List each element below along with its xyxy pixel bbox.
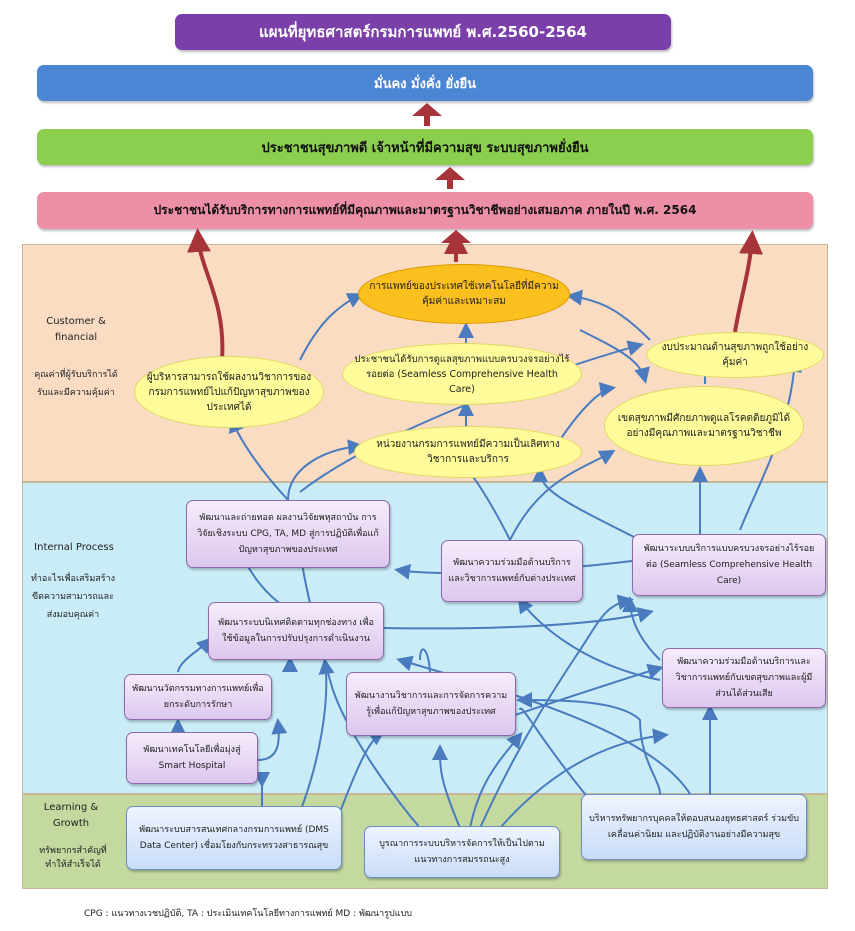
objective-appropriate-technology: การแพทย์ของประเทศใช้เทคโนโลยีที่มีความคุ…: [358, 264, 570, 324]
strategy-map-title: แผนที่ยุทธศาสตร์กรมการแพทย์ พ.ศ.2560-256…: [175, 14, 671, 50]
objective-seamless-care: ประชาชนได้รับการดูแลสุขภาพแบบครบวงจรอย่า…: [342, 343, 582, 405]
process-academic-knowledge: พัฒนางานวิชาการและการจัดการความรู้เพื่อแ…: [346, 672, 516, 736]
process-seamless-service: พัฒนาระบบบริการแบบครบวงจรอย่างไร้รอยต่อ …: [632, 534, 826, 596]
process-medical-innovation: พัฒนานวัตกรรมทางการแพทย์เพื่อยกระดับการร…: [124, 674, 272, 720]
objective-executive-use-research: ผู้บริหารสามารถใช้ผลงานวิชาการของกรมการแ…: [134, 356, 324, 428]
process-monitoring-system: พัฒนาระบบนิเทศติดตามทุกช่องทาง เพื่อใช้ข…: [208, 602, 384, 660]
learning-management-integration: บูรณาการระบบบริหารจัดการให้เป็นไปตามแนวท…: [364, 826, 560, 878]
outcome-bar: ประชาชนได้รับบริการทางการแพทย์ที่มีคุณภา…: [37, 192, 813, 229]
objective-budget-value: งบประมาณด้านสุขภาพถูกใช้อย่างคุ้มค่า: [646, 332, 824, 378]
internal-zone-title: Internal Process: [34, 542, 114, 553]
up-arrows: [412, 103, 471, 252]
footnote-abbreviations: CPG : แนวทางเวชปฏิบัติ, TA : ประเมินเทคโ…: [84, 909, 412, 919]
process-international-cooperation: พัฒนาความร่วมมือด้านบริการและวิชาการแพทย…: [441, 540, 583, 602]
goal-bar: ประชาชนสุขภาพดี เจ้าหน้าที่มีความสุข ระบ…: [37, 129, 813, 165]
process-district-collaboration: พัฒนาความร่วมมือด้านบริการและวิชาการแพทย…: [662, 648, 826, 708]
process-research-transfer: พัฒนาและถ่ายทอด ผลงานวิจัยพหุสถาบัน การว…: [186, 500, 390, 568]
customer-zone-desc: คุณค่าที่ผู้รับบริการได้รับและมีความคุ้ม…: [34, 370, 118, 398]
process-smart-hospital: พัฒนาเทคโนโลยีเพื่อมุ่งสู่ Smart Hospita…: [126, 732, 258, 784]
learning-zone-desc: ทรัพยากรสำคัญที่ทำให้สำเร็จได้: [39, 846, 107, 870]
internal-zone-desc: ทำอะไรเพื่อเสริมสร้างขีดความสามารถและส่ง…: [30, 574, 116, 620]
customer-zone-title: Customer & financial: [46, 316, 106, 343]
learning-zone-title: Learning & Growth: [43, 802, 99, 829]
learning-human-resources: บริหารทรัพยากรบุคคลให้ตอบสนองยุทธศาสตร์ …: [581, 794, 807, 860]
objective-department-excellence: หน่วยงานกรมการแพทย์มีความเป็นเลิศทางวิชา…: [354, 426, 582, 478]
learning-dms-data-center: พัฒนาระบบสารสนเทศกลางกรมการแพทย์ (DMS Da…: [126, 806, 342, 870]
objective-health-district-tertiary: เขตสุขภาพมีศักยภาพดูแลโรคตติยภูมิได้อย่า…: [604, 386, 804, 466]
vision-bar: มั่นคง มั่งคั่ง ยั่งยืน: [37, 65, 813, 101]
